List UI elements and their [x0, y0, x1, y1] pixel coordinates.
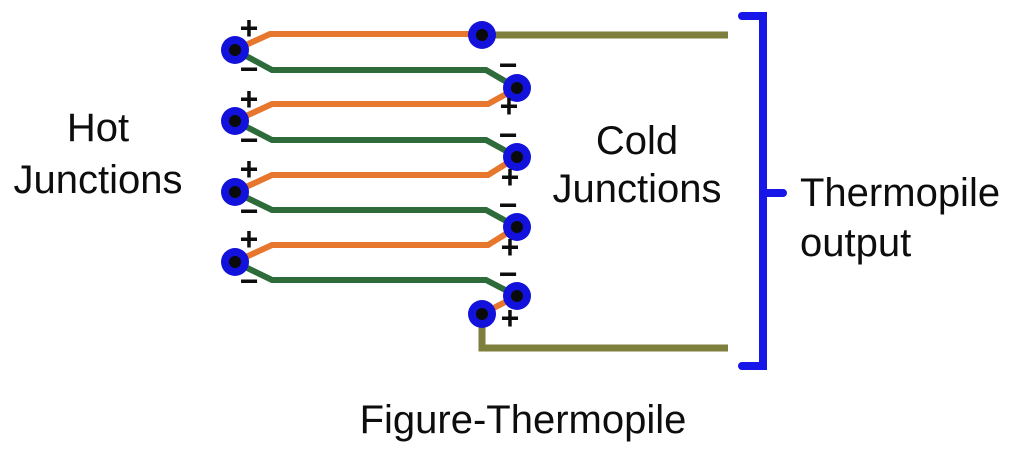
cold-junctions-label-line2: Junctions	[552, 167, 722, 211]
cold-junction-1-dot	[503, 74, 531, 102]
cold-junction-2-plus-label: +	[500, 159, 520, 195]
thermopile-output-label-line2: output	[800, 221, 912, 265]
cold-junction-1-plus-label: +	[499, 88, 519, 124]
hot-junctions-label-line2: Junctions	[13, 158, 183, 202]
hot-junction-4-minus-label: −	[239, 263, 259, 299]
hot-junction-1-minus-label: −	[239, 51, 259, 87]
output-bracket	[738, 12, 787, 370]
cold-junction-3-plus-label: +	[500, 229, 520, 265]
hot-junction-3-minus-label: −	[239, 193, 259, 229]
hot-junction-3-dot	[221, 178, 249, 206]
cold-junction-2-minus-label: −	[498, 117, 518, 153]
thermoelement-a-wire-1	[233, 31, 482, 53]
cold-junctions-label: Cold Junctions	[542, 117, 732, 213]
hot-junction-2-plus-label: +	[239, 81, 259, 117]
cold-junction-4-minus-label: −	[498, 256, 518, 292]
output-terminal-top-dot	[468, 21, 496, 49]
cold-junction-4-plus-label: +	[500, 300, 520, 336]
thermoelement-b-wire-1	[233, 47, 519, 91]
hot-junctions-label: Hot Junctions	[3, 102, 193, 206]
output-terminal-bottom-dot	[468, 300, 496, 328]
cold-junction-4-dot	[503, 282, 531, 310]
hot-junctions-label-line1: Hot	[66, 106, 130, 150]
cold-junction-3-minus-label: −	[498, 187, 518, 223]
cold-junction-3-dot	[503, 213, 531, 241]
thermoelement-a-wire-4	[233, 224, 519, 265]
hot-junction-3-plus-label: +	[239, 151, 259, 187]
thermoelement-b-wire-4	[233, 259, 519, 299]
cold-junction-1-minus-label: −	[498, 47, 518, 83]
thermoelement-a-wire-3	[233, 154, 519, 195]
hot-junction-1-dot	[221, 36, 249, 64]
thermoelement-b-wire-3	[233, 189, 519, 230]
thermopile-output-label: Thermopile output	[800, 168, 1000, 268]
hot-junction-1-plus-label: +	[239, 10, 259, 46]
thermopile-output-label-line1: Thermopile	[800, 171, 1001, 215]
hot-junction-4-plus-label: +	[239, 221, 259, 257]
cold-junctions-label-line1: Cold	[595, 119, 679, 163]
hot-junction-4-dot	[221, 248, 249, 276]
thermoelement-b-wire-2	[233, 118, 519, 160]
hot-junction-2-dot	[221, 107, 249, 135]
figure-caption: Figure-Thermopile	[359, 398, 687, 442]
hot-junction-2-minus-label: −	[239, 122, 259, 158]
thermoelement-a-wire-2	[233, 85, 519, 124]
cold-junction-2-dot	[503, 143, 531, 171]
